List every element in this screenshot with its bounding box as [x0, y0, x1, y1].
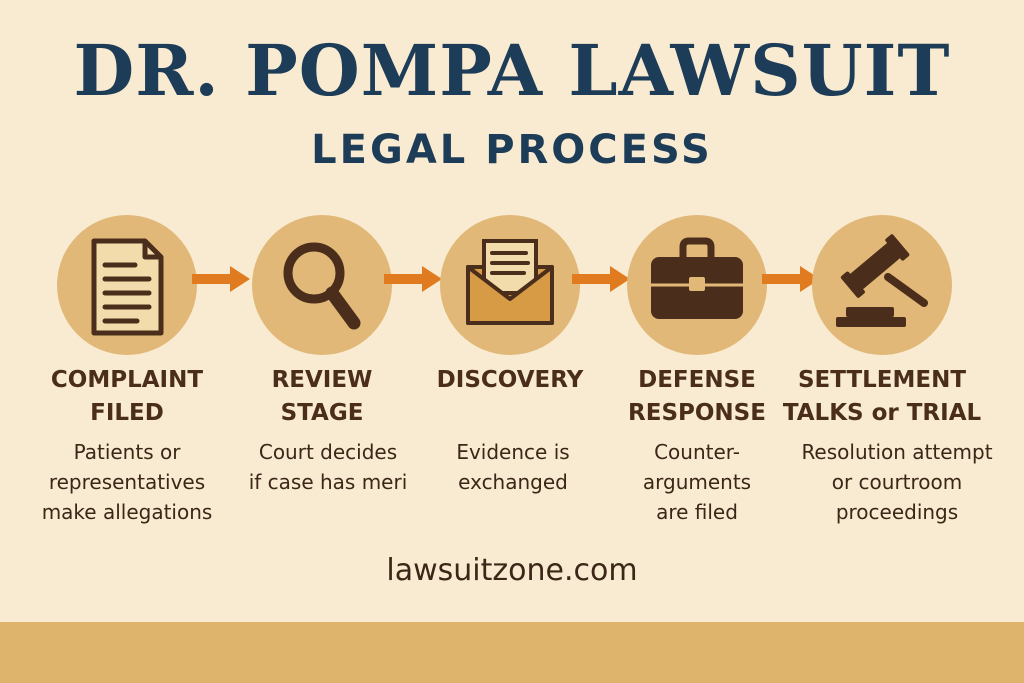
- step-circle-defense: [627, 215, 767, 355]
- arrow-icon: [192, 266, 250, 292]
- briefcase-icon: [651, 237, 743, 319]
- arrow-icon: [572, 266, 630, 292]
- step-circle-settlement: [812, 215, 952, 355]
- step-description-defense: Counter- arguments are filed: [642, 440, 752, 524]
- step-label-discovery: DISCOVERY: [436, 367, 584, 393]
- step-label-settlement: SETTLEMENT TALKS or TRIAL: [782, 367, 982, 426]
- page-title: DR. POMPA LAWSUIT: [73, 29, 951, 112]
- arrow-icon: [762, 266, 820, 292]
- step-label-review: REVIEW STAGE: [271, 367, 373, 426]
- document-icon: [91, 238, 164, 336]
- envelope-icon: [466, 239, 554, 325]
- step-label-complaint: COMPLAINT FILED: [50, 367, 204, 426]
- step-description-review: Court decides if case has meri: [248, 440, 408, 494]
- step-description-complaint: Patients or representatives make allegat…: [41, 440, 213, 524]
- footer-url[interactable]: lawsuitzone.com: [386, 553, 638, 588]
- step-label-defense: DEFENSE RESPONSE: [628, 367, 766, 426]
- step-circle-discovery: [440, 215, 580, 355]
- step-description-settlement: Resolution attempt or courtroom proceedi…: [801, 440, 993, 524]
- step-description-discovery: Evidence is exchanged: [456, 440, 570, 494]
- gavel-icon: [836, 234, 928, 327]
- step-circle-complaint: [57, 215, 197, 355]
- arrow-icon: [384, 266, 442, 292]
- step-circle-review: [252, 215, 392, 355]
- footer-band: [0, 622, 1024, 683]
- page-subtitle: LEGAL PROCESS: [311, 127, 713, 173]
- magnifying-glass-icon: [283, 242, 361, 330]
